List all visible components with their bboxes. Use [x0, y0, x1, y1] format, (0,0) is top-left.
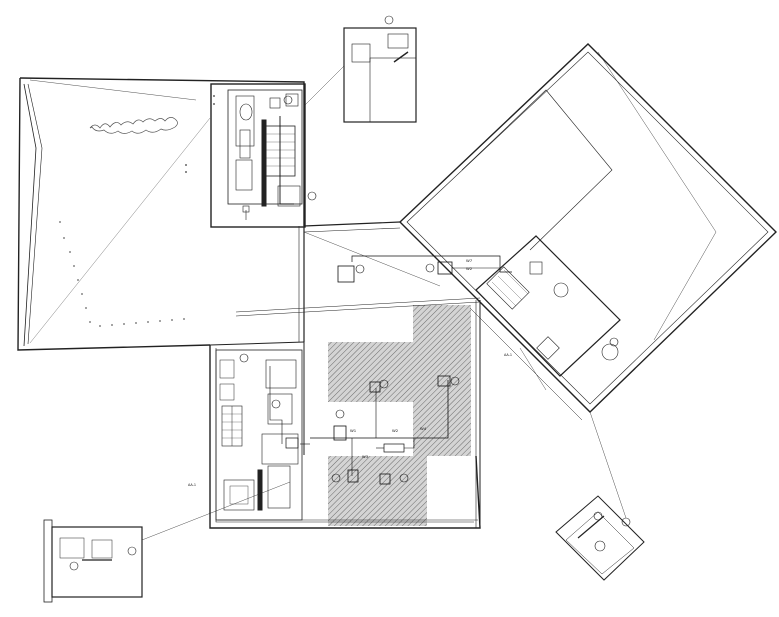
equipment-routing [239, 95, 619, 521]
bottom-right-callout [555, 411, 645, 581]
label-w1: W1 [350, 428, 357, 433]
lower-core [215, 349, 303, 521]
label-aa1-left: AA-1 [188, 483, 196, 487]
left-wing-outline [17, 77, 481, 351]
label-w4: W4 [420, 426, 427, 431]
label-w3: W3 [362, 454, 369, 459]
label-w2-upper: W2 [466, 266, 473, 271]
label-group: W7 W2 W1 W2 W3 W4 AA-1 AA-1 [188, 258, 512, 487]
bottom-left-callout [43, 481, 291, 603]
upper-core [210, 83, 306, 228]
hatched-zones [328, 305, 471, 526]
label-w2: W2 [392, 428, 399, 433]
label-w7: W7 [466, 258, 473, 263]
label-aa1-right: AA-1 [504, 353, 512, 357]
top-callout [303, 15, 417, 123]
right-core [469, 235, 621, 421]
landscape-marks [59, 95, 215, 327]
